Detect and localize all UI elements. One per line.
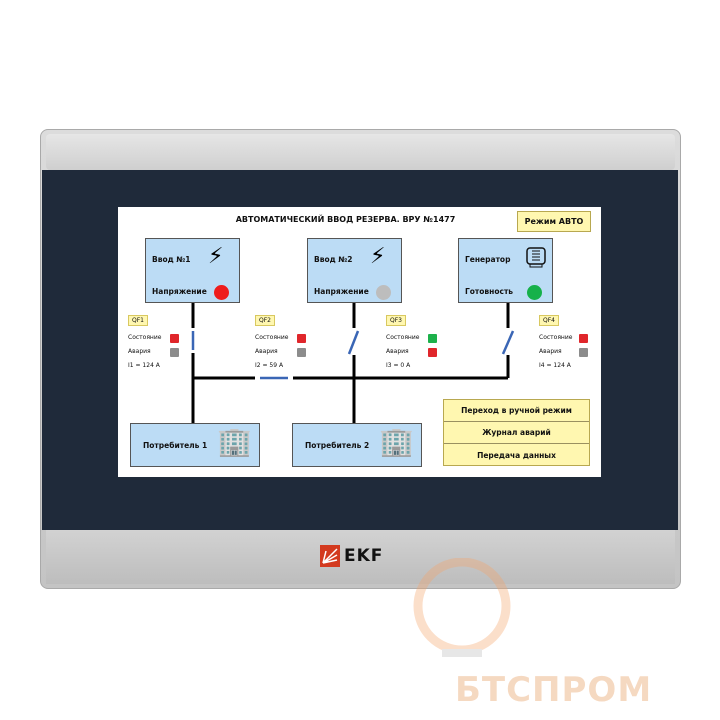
breaker-label: QF1 [128,315,148,326]
consumer-2[interactable]: Потребитель 2 🏢 [292,423,422,467]
voltage-label: Напряжение [314,287,369,296]
alarm-indicator [579,348,588,357]
mode-auto-button[interactable]: Режим АВТО [517,211,591,232]
alarm-label: Авария [386,348,409,355]
manual-mode-button[interactable]: Переход в ручной режим [444,400,589,422]
alarm-label: Авария [539,348,562,355]
breaker-label: QF2 [255,315,275,326]
breaker-label: QF3 [386,315,406,326]
top-bezel-strip [46,134,675,170]
source-name: Ввод №1 [152,255,191,264]
alarm-indicator [428,348,437,357]
source-name: Генератор [465,255,511,264]
consumer-name: Потребитель 2 [305,441,370,450]
ekf-logo: EKF [320,545,383,567]
screen-title: АВТОМАТИЧЕСКИЙ ВВОД РЕЗЕРВА. ВРУ №1477 [235,215,456,224]
mode-label: Режим АВТО [524,217,584,226]
state-label: Состояние [128,334,162,341]
ekf-logo-icon [320,545,340,567]
state-indicator [297,334,306,343]
readiness-label: Готовность [465,287,514,296]
source-name: Ввод №2 [314,255,353,264]
action-buttons: Переход в ручной режим Журнал аварий Пер… [443,399,590,466]
source-generator[interactable]: Генератор Готовность [458,238,553,303]
watermark-bulb-icon [413,557,511,657]
alarm-indicator [297,348,306,357]
consumer-1[interactable]: Потребитель 1 🏢 [130,423,260,467]
state-indicator [170,334,179,343]
state-label: Состояние [386,334,420,341]
breaker-qf3-switch [501,330,515,355]
hmi-screen: АВТОМАТИЧЕСКИЙ ВВОД РЕЗЕРВА. ВРУ №1477 Р… [118,207,601,477]
state-label: Состояние [255,334,289,341]
state-indicator [579,334,588,343]
current-value: I1 = 124 A [128,362,160,369]
brand-name: EKF [344,546,384,566]
alarm-label: Авария [128,348,151,355]
alarm-log-button[interactable]: Журнал аварий [444,422,589,444]
current-value: I2 = 59 A [255,362,284,369]
consumer-name: Потребитель 1 [143,441,208,450]
current-value: I3 = 0 A [386,362,411,369]
building-icon: 🏢 [379,425,414,458]
watermark-text: БТСПРОМ [455,670,653,710]
voltage-indicator [376,285,391,300]
voltage-label: Напряжение [152,287,207,296]
single-line-diagram [191,303,515,423]
building-icon: 🏢 [217,425,252,458]
breaker-qf2-switch [347,330,360,355]
source-input-1[interactable]: Ввод №1 ⚡ Напряжение [145,238,240,303]
readiness-indicator [527,285,542,300]
generator-icon [526,247,546,268]
breaker-label: QF4 [539,315,559,326]
voltage-indicator [214,285,229,300]
state-label: Состояние [539,334,573,341]
alarm-indicator [170,348,179,357]
power-tower-icon: ⚡ [370,244,386,269]
watermark [412,557,512,672]
alarm-label: Авария [255,348,278,355]
source-input-2[interactable]: Ввод №2 ⚡ Напряжение [307,238,402,303]
data-transfer-button[interactable]: Передача данных [477,450,556,460]
bottom-bezel-strip: EKF [46,530,675,584]
current-value: I4 = 124 A [539,362,571,369]
state-indicator [428,334,437,343]
power-tower-icon: ⚡ [208,244,224,269]
